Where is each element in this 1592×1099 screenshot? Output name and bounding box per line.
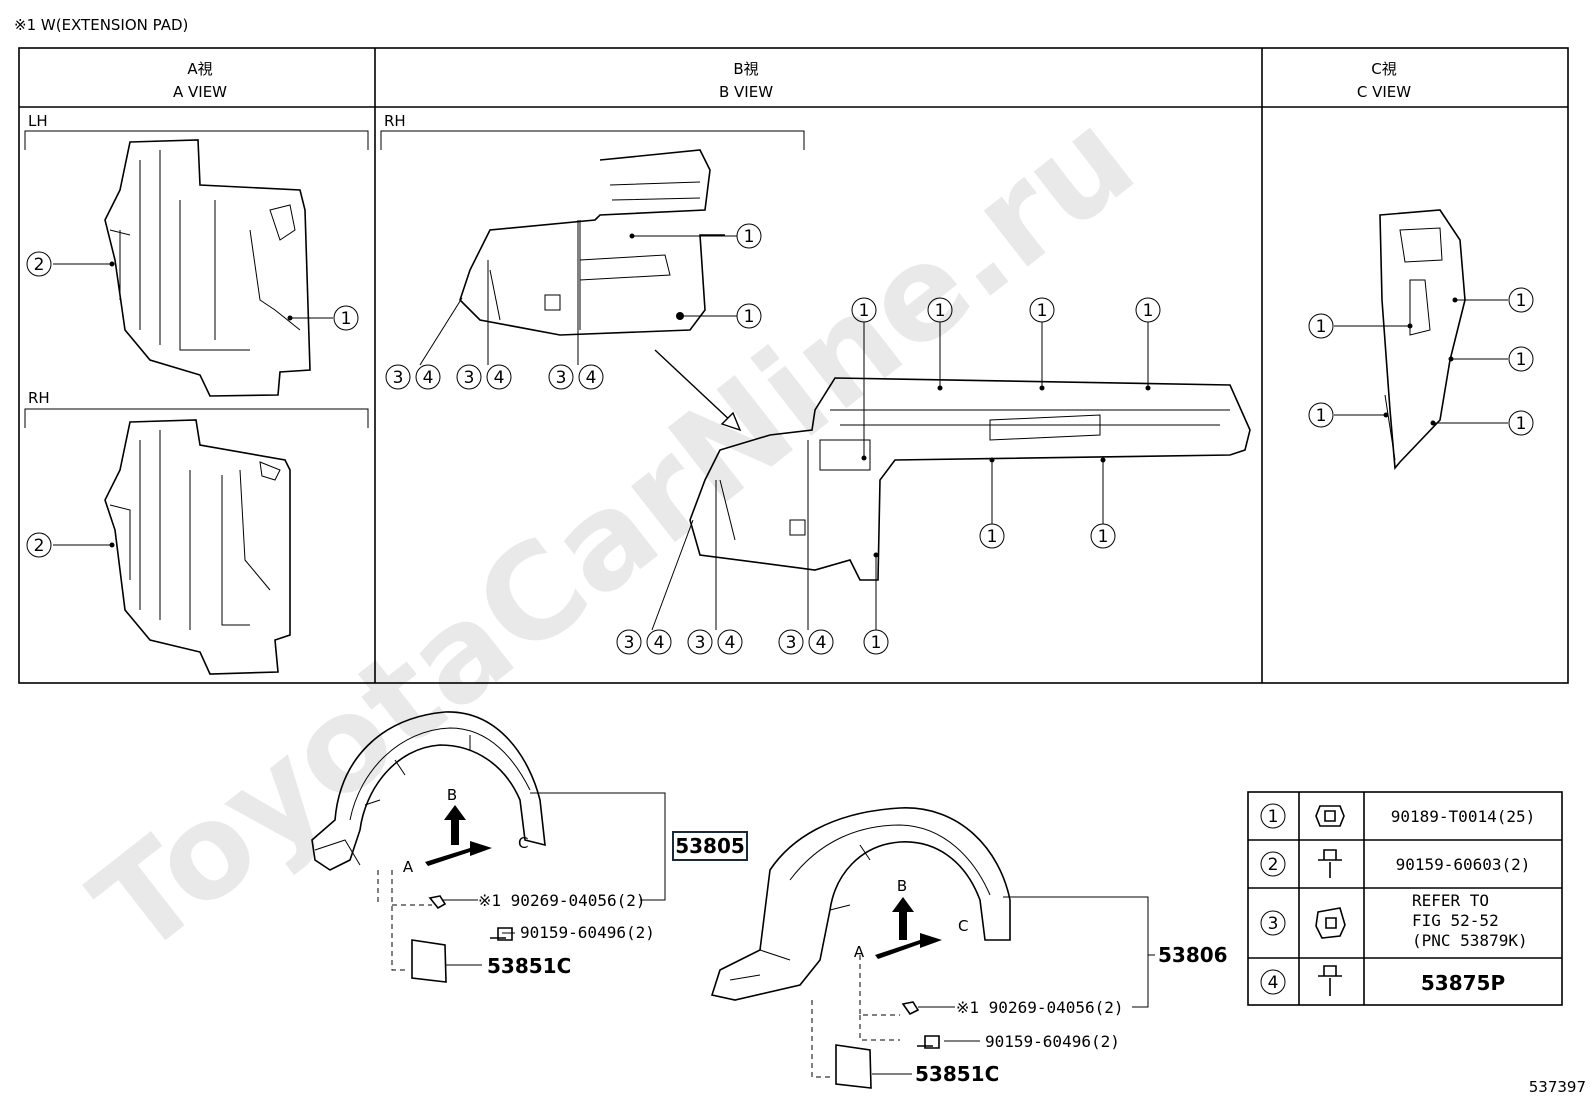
legend-table: 1 2 3 4 90189-T0014(25) 90159-60603(2) R… (1247, 791, 1563, 1006)
header-note: ※1 W(EXTENSION PAD) (14, 16, 188, 34)
svg-text:1: 1 (859, 301, 870, 321)
label-lh: LH (28, 112, 48, 130)
svg-text:3: 3 (786, 633, 797, 653)
svg-text:1: 1 (1316, 406, 1327, 426)
rh-extension-pad (835, 1044, 872, 1089)
lh-screw-icon (490, 927, 513, 941)
lh-screw-label: 90159-60496(2) (520, 923, 655, 942)
lh-clip-icon (428, 895, 447, 910)
svg-text:90189-T0014(25): 90189-T0014(25) (1391, 807, 1536, 826)
callouts-34-b-bottom: 3 4 3 4 3 4 (616, 440, 834, 655)
direction-arrows-lh: B A C (403, 786, 529, 876)
lh-pad-label: 53851C (487, 954, 571, 978)
callout-1-b1: 1 (629, 223, 762, 249)
svg-text:90159-60603(2): 90159-60603(2) (1396, 855, 1531, 874)
b-view-jp: B視 (733, 60, 758, 78)
callouts-1-b-large: 1 1 1 1 1 1 1 (851, 297, 1161, 655)
b-view-title: B VIEW (719, 83, 773, 101)
a-view-lh-liner (104, 139, 311, 397)
svg-text:B: B (897, 877, 907, 895)
callout-1-lh: 1 (287, 305, 359, 331)
svg-text:1: 1 (1516, 291, 1527, 311)
svg-text:A: A (854, 943, 865, 961)
a-view-title: A VIEW (173, 83, 227, 101)
svg-text:4: 4 (654, 633, 665, 653)
svg-text:1: 1 (341, 309, 352, 329)
b-view-liner-large (689, 377, 1251, 581)
svg-text:1: 1 (1316, 317, 1327, 337)
nut-clip-icon (1315, 907, 1346, 939)
callout-1-b2: 1 (676, 303, 762, 329)
view-table (18, 47, 1569, 684)
callouts-1-c: 1 1 1 1 1 (1308, 287, 1534, 436)
svg-text:3: 3 (624, 633, 635, 653)
a-view-jp: A視 (187, 60, 212, 78)
svg-text:1: 1 (1037, 301, 1048, 321)
svg-text:4: 4 (725, 633, 736, 653)
svg-text:3: 3 (464, 368, 475, 388)
c-view-title: C VIEW (1357, 83, 1411, 101)
c-view-jp: C視 (1371, 60, 1396, 78)
rh-screw-label: 90159-60496(2) (985, 1032, 1120, 1051)
label-rh-b: RH (384, 112, 406, 130)
b-view-liner-small (459, 149, 725, 336)
fender-liner-rh (710, 807, 1011, 1001)
svg-text:4: 4 (586, 368, 597, 388)
svg-text:2: 2 (1268, 855, 1279, 875)
svg-text:1: 1 (744, 307, 755, 327)
svg-text:2: 2 (34, 255, 45, 275)
svg-text:1: 1 (1516, 414, 1527, 434)
callout-2-rh: 2 (26, 532, 115, 558)
svg-text:B: B (447, 786, 457, 804)
svg-text:53875P: 53875P (1421, 971, 1505, 995)
c-view-liner (1379, 209, 1466, 471)
svg-text:C: C (958, 917, 968, 935)
svg-text:A: A (403, 858, 414, 876)
rh-screw-icon (917, 1035, 940, 1049)
lh-extension-pad (411, 939, 447, 983)
direction-arrow (654, 349, 742, 432)
bolt-icon (1318, 965, 1342, 996)
rh-pad-label: 53851C (915, 1062, 999, 1086)
rh-clip-icon (901, 1001, 920, 1016)
svg-text:53805: 53805 (675, 834, 745, 858)
svg-text:1: 1 (935, 301, 946, 321)
callout-2-lh: 2 (26, 251, 115, 277)
svg-text:4: 4 (494, 368, 505, 388)
lh-leaders (377, 792, 666, 971)
rh-part-53806: 53806 (1158, 943, 1228, 967)
svg-text:3: 3 (1268, 914, 1279, 934)
clip-icon (1315, 805, 1345, 827)
svg-text:2: 2 (34, 536, 45, 556)
svg-text:1: 1 (871, 633, 882, 653)
lh-part-53805: 53805 (672, 831, 748, 861)
rh-clip-label: ※1 90269-04056(2) (956, 998, 1124, 1017)
svg-text:3: 3 (695, 633, 706, 653)
svg-text:3: 3 (556, 368, 567, 388)
direction-arrows-rh: B A C (854, 877, 969, 961)
callouts-34-b-top: 3 4 3 4 3 4 (385, 220, 604, 390)
screw-icon (1318, 849, 1342, 878)
svg-text:4: 4 (423, 368, 434, 388)
svg-text:4: 4 (1268, 973, 1279, 993)
svg-text:(PNC 53879K): (PNC 53879K) (1412, 931, 1528, 950)
fender-liner-lh (311, 711, 546, 871)
svg-text:1: 1 (1098, 527, 1109, 547)
svg-text:FIG 52-52: FIG 52-52 (1412, 911, 1499, 930)
label-rh-a: RH (28, 389, 50, 407)
svg-text:REFER TO: REFER TO (1412, 891, 1489, 910)
svg-text:3: 3 (393, 368, 404, 388)
lh-clip-label: ※1 90269-04056(2) (478, 891, 646, 910)
svg-text:C: C (518, 834, 528, 852)
svg-text:1: 1 (1516, 350, 1527, 370)
rh-leaders (811, 896, 1155, 1078)
diagram-id: 537397 (1529, 1078, 1586, 1096)
svg-text:4: 4 (816, 633, 827, 653)
a-view-rh-liner (104, 419, 291, 675)
svg-text:1: 1 (987, 527, 998, 547)
svg-text:1: 1 (1143, 301, 1154, 321)
svg-text:1: 1 (744, 227, 755, 247)
svg-text:1: 1 (1268, 807, 1279, 827)
